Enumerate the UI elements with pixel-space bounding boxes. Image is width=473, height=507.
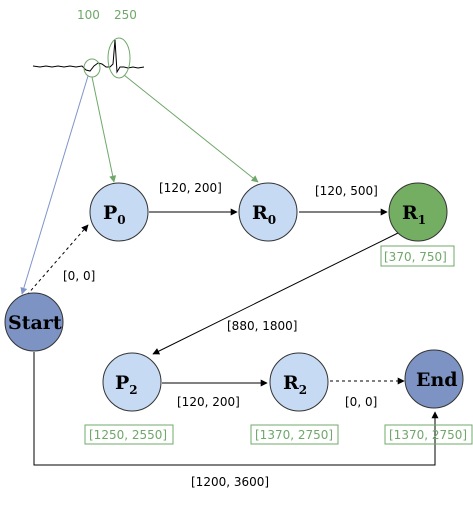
node-p0-label: P (103, 202, 117, 224)
node-p2-label: P (115, 372, 129, 394)
signal-waveform: 100 250 (32, 8, 145, 79)
signal-to-start-line (20, 75, 89, 295)
edge-label-p0-r0: [120, 200] (159, 181, 222, 195)
node-r2: R2 (269, 352, 329, 412)
edge-label-r2-end: [0, 0] (345, 395, 377, 409)
node-r0-subscript: 0 (268, 213, 276, 227)
marker-label-100: 100 (77, 8, 100, 22)
node-start-label: Start (8, 312, 62, 334)
node-r1-label: R (402, 202, 418, 224)
edge-start-p0 (26, 224, 89, 296)
signal-to-r0-line (123, 74, 259, 183)
node-r1-subscript: 1 (418, 213, 426, 227)
node-end-range-box (384, 424, 473, 445)
edge-label-r1-p2: [880, 1800] (227, 319, 297, 333)
edge-label-start-end: [1200, 3600] (191, 475, 269, 489)
node-p2: P2 (102, 352, 162, 412)
svg-text:P0: P0 (103, 202, 126, 227)
svg-text:R1: R1 (402, 202, 426, 227)
node-r2-range: [1370, 2750] (255, 428, 333, 442)
node-end-label: End (416, 369, 458, 391)
svg-text:R0: R0 (252, 202, 276, 227)
node-r1-range-box (380, 245, 455, 267)
marker-label-250: 250 (114, 8, 137, 22)
svg-text:P2: P2 (115, 372, 138, 397)
edge-label-start-p0: [0, 0] (63, 269, 95, 283)
node-r0: R0 (238, 182, 298, 242)
node-end: End (404, 349, 464, 409)
signal-to-p0-line (91, 76, 117, 183)
edge-label-p2-r2: [120, 200] (177, 395, 240, 409)
edge-label-r0-r1: [120, 500] (315, 184, 378, 198)
node-r2-range-box (250, 424, 339, 445)
node-start: Start (4, 292, 64, 352)
svg-text:R2: R2 (283, 372, 307, 397)
node-end-range: [1370, 2750] (389, 428, 467, 442)
node-r1: R1 (388, 182, 448, 242)
node-r2-label: R (283, 372, 299, 394)
edge-start-end (33, 352, 439, 466)
node-r0-label: R (252, 202, 268, 224)
node-r2-subscript: 2 (299, 383, 307, 397)
node-r1-range: [370, 750] (384, 250, 447, 264)
node-p2-range: [1250, 2550] (89, 428, 167, 442)
node-p0: P0 (89, 182, 149, 242)
edge-r1-p2 (152, 232, 399, 355)
node-p0-subscript: 0 (117, 213, 125, 227)
node-p2-subscript: 2 (129, 383, 137, 397)
node-p2-range-box (84, 424, 174, 445)
marker-ellipse-250 (107, 37, 131, 79)
